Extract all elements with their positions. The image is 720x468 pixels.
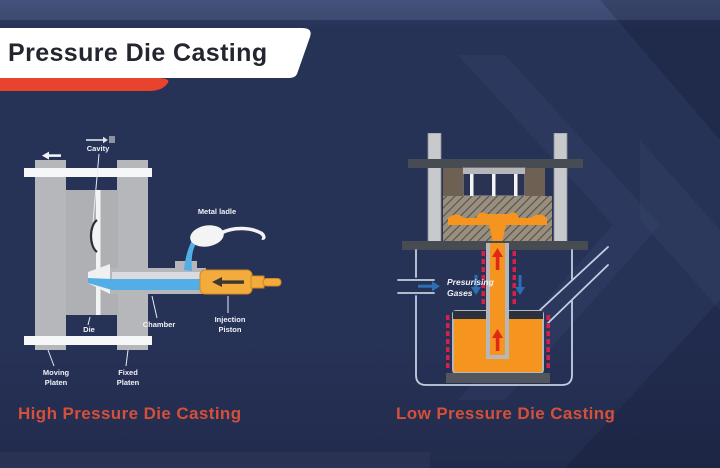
moving-die-half <box>66 190 96 315</box>
gas-press-down-arrow-icon <box>471 275 481 295</box>
high-pressure-diagram: Cavity Metal ladle Die Chamber Injection… <box>24 136 282 387</box>
moving-platen <box>35 160 66 350</box>
die-holder-right <box>525 168 545 196</box>
leader-lines <box>47 153 229 367</box>
top-highlight-band <box>0 0 720 20</box>
bottom-strip <box>0 452 430 468</box>
metal-ladle-label: Metal ladle <box>198 207 236 216</box>
tie-bar-top <box>24 168 152 177</box>
low-pressure-diagram: Presurising Gases <box>397 133 609 386</box>
fixed-die-half <box>100 190 118 315</box>
presurising-gases-label-line2: Gases <box>447 288 473 298</box>
guide-column-right <box>553 133 568 244</box>
cavity-shape <box>89 219 98 253</box>
fixed-platen-label-line2: Platen <box>117 378 140 387</box>
piston-rod <box>262 278 282 287</box>
metal-rise-up-arrow-icon-2 <box>492 329 503 351</box>
injection-piston-label-line1: Injection <box>215 315 246 324</box>
parting-line <box>96 190 101 315</box>
riser-stalk-tube <box>486 243 509 359</box>
guide-column-left <box>427 133 442 244</box>
presurising-gases-label-line1: Presurising <box>447 277 495 287</box>
banner-red-underline <box>0 78 169 91</box>
top-plate <box>408 159 583 168</box>
low-pressure-caption: Low Pressure Die Casting <box>396 404 616 423</box>
tie-bar-bottom <box>24 336 152 345</box>
sprue-funnel <box>489 225 506 243</box>
cavity-mini-arrow-icon <box>86 136 115 144</box>
watermark-dark-bottom <box>565 300 720 468</box>
ladle-handle <box>220 226 266 240</box>
banner-shape <box>0 28 311 91</box>
molten-metal-in-chamber <box>112 279 204 290</box>
metal-rise-up-arrow-icon <box>492 248 503 270</box>
die-label: Die <box>83 325 95 334</box>
moving-platen-label-line2: Platen <box>45 378 68 387</box>
fill-chute-outer <box>537 246 609 313</box>
watermark-chevron-small <box>640 140 720 310</box>
piston-neck <box>250 275 265 289</box>
molten-metal-runner <box>88 278 112 290</box>
crucible-base <box>446 373 550 383</box>
ejector-pins <box>470 174 518 213</box>
platen-motion-left-arrow-icon <box>42 151 61 160</box>
cavity-label: Cavity <box>87 144 110 153</box>
injection-piston <box>199 269 282 295</box>
casting-cavity-metal <box>448 212 547 225</box>
fixed-platen-label-line1: Fixed <box>118 368 138 377</box>
molten-metal-stream <box>184 238 198 271</box>
banner-white-plate <box>0 28 311 78</box>
title-banner: Pressure Die Casting <box>0 24 340 96</box>
page-title: Pressure Die Casting <box>8 39 268 67</box>
ejector-plate <box>463 168 525 174</box>
gas-press-down-arrow-icon-2 <box>515 275 525 295</box>
gas-flow-right-arrow-icon <box>418 281 440 292</box>
metal-ladle <box>190 225 266 247</box>
chamber-label: Chamber <box>143 320 176 329</box>
high-pressure-caption: High Pressure Die Casting <box>18 404 242 423</box>
fill-chute-inner <box>547 264 609 324</box>
heater-dots <box>446 251 550 368</box>
furnace-vessel <box>397 246 609 386</box>
watermark-chevron-large <box>458 55 660 400</box>
injection-piston-label-line2: Piston <box>219 325 242 334</box>
ladle-bowl <box>190 225 224 247</box>
fixed-platen <box>117 160 148 350</box>
die-holder-left <box>443 168 463 196</box>
moving-platen-label-line1: Moving <box>43 368 70 377</box>
piston-left-arrow-icon <box>212 277 244 287</box>
watermark-dark-corner <box>600 0 720 140</box>
